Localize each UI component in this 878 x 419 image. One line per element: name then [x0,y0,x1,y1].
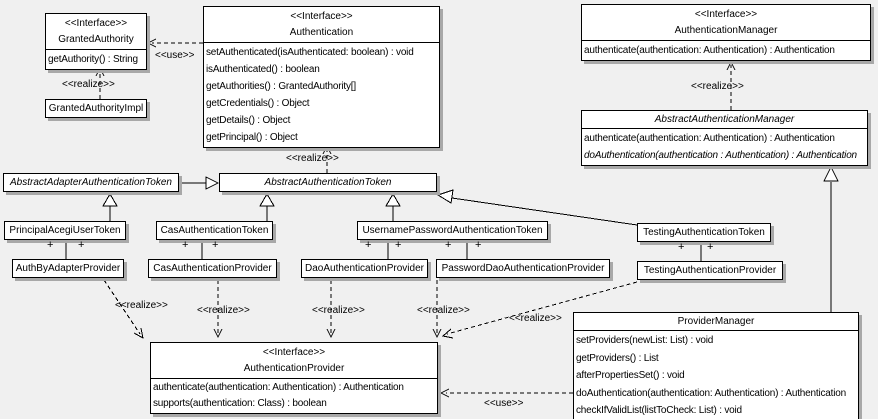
method-list: authenticate(authentication: Authenticat… [582,41,870,60]
realize-label: <<realize>> [417,305,470,316]
class-name: UsernamePasswordAuthenticationToken [362,225,543,236]
realize-label: <<realize>> [691,81,744,92]
stereotype-label: <<Interface>> [290,11,353,22]
method-label: getAuthority() : String [48,54,138,65]
class-name: GrantedAuthorityImpl [48,103,144,114]
method-label: getAuthorities() : GrantedAuthority[] [206,81,356,92]
association-multiplicity: + [445,239,452,251]
class-name: TestingAuthenticationProvider [643,265,777,276]
method-label: doAuthentication(authentication: Authent… [576,387,846,399]
class-name: TestingAuthenticationToken [643,227,765,238]
class-header: <<Interface>> Authentication [204,7,439,43]
class-box-authentication-manager[interactable]: <<Interface>> AuthenticationManager auth… [581,4,871,61]
class-box-dao-authentication-provider[interactable]: DaoAuthenticationProvider [301,259,428,278]
association-multiplicity: + [47,239,54,251]
class-name: PrincipalAcegiUserToken [9,225,121,236]
method-label: getProviders() : List [576,352,659,364]
class-name: CasAuthenticationToken [160,225,269,236]
class-box-username-password-authentication-token[interactable]: UsernamePasswordAuthenticationToken [357,221,548,240]
class-box-granted-authority-impl[interactable]: GrantedAuthorityImpl [45,99,147,118]
class-name: AuthByAdapterProvider [15,263,121,274]
association-multiplicity: + [78,239,85,251]
class-box-granted-authority[interactable]: <<Interface>> GrantedAuthority getAuthor… [45,13,147,70]
association-multiplicity: + [395,239,402,251]
class-name: AbstractAuthenticationToken [264,177,392,188]
method-list: authenticate(authentication: Authenticat… [151,379,437,413]
stereotype-label: <<Interface>> [64,18,128,29]
method-label: authenticate(authentication: Authenticat… [584,133,835,144]
method-label: getPrincipal() : Object [206,132,298,143]
association-multiplicity: + [182,239,189,251]
method-label: setAuthenticated(isAuthenticated: boolea… [206,47,414,58]
association-multiplicity: + [212,239,219,251]
stereotype-label: <<Interface>> [694,9,758,20]
class-header: <<Interface>> AuthenticationProvider [151,343,437,379]
class-name: Authentication [289,27,354,38]
method-list: setProviders(newList: List) : void getPr… [574,331,858,419]
class-header: <<Interface>> GrantedAuthority [46,14,146,50]
method-label: setProviders(newList: List) : void [576,335,714,346]
method-label: afterPropertiesSet() : void [576,370,685,381]
class-box-abstract-authentication-token[interactable]: AbstractAuthenticationToken [219,173,437,192]
method-label: doAuthentication(authentication : Authen… [584,150,857,161]
class-box-cas-authentication-token[interactable]: CasAuthenticationToken [156,221,273,240]
method-label: supports(authentication: Class) : boolea… [153,398,327,409]
method-label: isAuthenticated() : boolean [206,64,320,75]
method-list: getAuthority() : String [46,50,146,69]
class-box-password-dao-authentication-provider[interactable]: PasswordDaoAuthenticationProvider [436,259,610,278]
class-box-authentication[interactable]: <<Interface>> Authentication setAuthenti… [203,6,440,148]
realize-label: <<realize>> [286,153,339,164]
class-name: GrantedAuthority [58,34,134,45]
class-header: <<Interface>> AuthenticationManager [582,5,870,41]
method-label: checkIfValidList(listToCheck: List) : vo… [576,405,742,416]
class-box-abstract-adapter-authentication-token[interactable]: AbstractAdapterAuthenticationToken [3,173,179,192]
realize-label: <<realize>> [509,313,562,324]
class-box-principal-acegi-user-token[interactable]: PrincipalAcegiUserToken [4,221,126,240]
use-label: <<use>> [484,398,524,409]
method-label: authenticate(authentication: Authenticat… [584,45,835,56]
class-box-provider-manager[interactable]: ProviderManager setProviders(newList: Li… [573,312,859,419]
realize-label: <<realize>> [115,300,168,311]
class-name: PasswordDaoAuthenticationProvider [441,263,605,274]
realize-label: <<realize>> [62,79,115,90]
class-box-authentication-provider[interactable]: <<Interface>> AuthenticationProvider aut… [150,342,438,414]
class-box-auth-by-adapter-provider[interactable]: AuthByAdapterProvider [12,259,124,278]
class-name: AuthenticationManager [674,25,778,36]
realize-label: <<realize>> [312,305,365,316]
association-multiplicity: + [475,239,482,251]
method-label: authenticate(authentication: Authenticat… [153,382,404,393]
class-name: AuthenticationProvider [243,363,345,374]
stereotype-label: <<Interface>> [262,347,326,358]
class-name: ProviderManager [574,313,858,331]
association-multiplicity: + [707,241,714,253]
use-label: <<use>> [155,50,195,61]
association-multiplicity: + [678,241,685,253]
class-name: DaoAuthenticationProvider [305,263,424,274]
class-name: AbstractAuthenticationManager [582,111,867,129]
method-label: getCredentials() : Object [206,98,310,109]
class-box-abstract-authentication-manager[interactable]: AbstractAuthenticationManager authentica… [581,110,868,166]
class-name: CasAuthenticationProvider [153,263,272,274]
association-multiplicity: + [365,239,372,251]
class-box-testing-authentication-provider[interactable]: TestingAuthenticationProvider [637,261,783,280]
class-box-testing-authentication-token[interactable]: TestingAuthenticationToken [637,223,771,242]
method-list: authenticate(authentication: Authenticat… [582,129,867,165]
method-list: setAuthenticated(isAuthenticated: boolea… [204,43,439,147]
method-label: getDetails() : Object [206,115,291,126]
class-box-cas-authentication-provider[interactable]: CasAuthenticationProvider [148,259,277,278]
class-name: AbstractAdapterAuthenticationToken [10,177,172,188]
realize-label: <<realize>> [197,305,250,316]
